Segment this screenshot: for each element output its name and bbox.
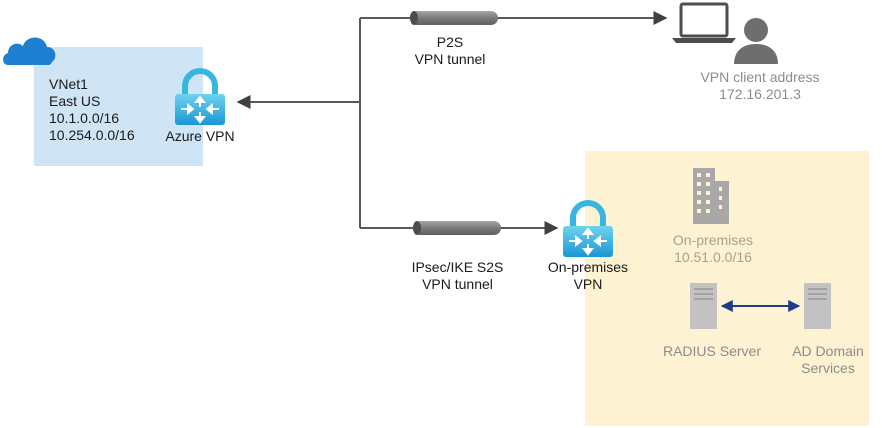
p2s-line2: VPN tunnel [414, 51, 486, 67]
p2s-line1: P2S [436, 34, 464, 50]
onprem-network-label: On-premises 10.51.0.0/16 [653, 232, 773, 266]
onprem-prefix: 10.51.0.0/16 [674, 249, 752, 265]
vnet-prefix-2: 10.254.0.0/16 [49, 127, 135, 143]
building-icon [693, 168, 729, 224]
laptop-icon [672, 2, 736, 43]
vnet-prefix-1: 10.1.0.0/16 [49, 110, 120, 126]
vnet-region [34, 47, 203, 166]
vpn-client-label: VPN client address 172.16.201.3 [685, 69, 835, 103]
ad-services-label: AD Domain Services [780, 343, 876, 377]
onprem-line1: On-premises [672, 232, 754, 248]
azure-vpn-label: Azure VPN [165, 128, 235, 144]
azure-vpn-lock-icon [175, 68, 225, 125]
cloud-icon [3, 37, 56, 65]
connector-lines [236, 11, 668, 235]
ad-server-icon [804, 283, 831, 329]
onprem-vpn-label: On-premises VPN [538, 259, 638, 293]
vnet-region-text: East US [49, 93, 101, 109]
s2s-line2: VPN tunnel [422, 276, 493, 292]
p2s-tunnel-icon [410, 11, 498, 25]
radius-server-icon [690, 283, 717, 329]
onprem-vpn-lock-icon [563, 200, 613, 257]
vpn-client-address: 172.16.201.3 [719, 86, 801, 102]
onprem-vpn-line2: VPN [573, 276, 603, 292]
vpn-client-line1: VPN client address [700, 69, 820, 85]
s2s-line1: IPsec/IKE S2S [411, 259, 504, 275]
vnet-label: VNet1 East US 10.1.0.0/16 10.254.0.0/16 [49, 76, 135, 144]
ad-line1: AD Domain [792, 343, 864, 359]
s2s-tunnel-icon [413, 221, 501, 235]
radius-server-label: RADIUS Server [662, 343, 762, 359]
user-icon [734, 18, 778, 64]
s2s-label: IPsec/IKE S2S VPN tunnel [395, 259, 520, 293]
vnet-name: VNet1 [49, 76, 88, 92]
p2s-label: P2S VPN tunnel [400, 34, 500, 68]
ad-line2: Services [801, 360, 855, 376]
onprem-vpn-line1: On-premises [547, 259, 629, 275]
